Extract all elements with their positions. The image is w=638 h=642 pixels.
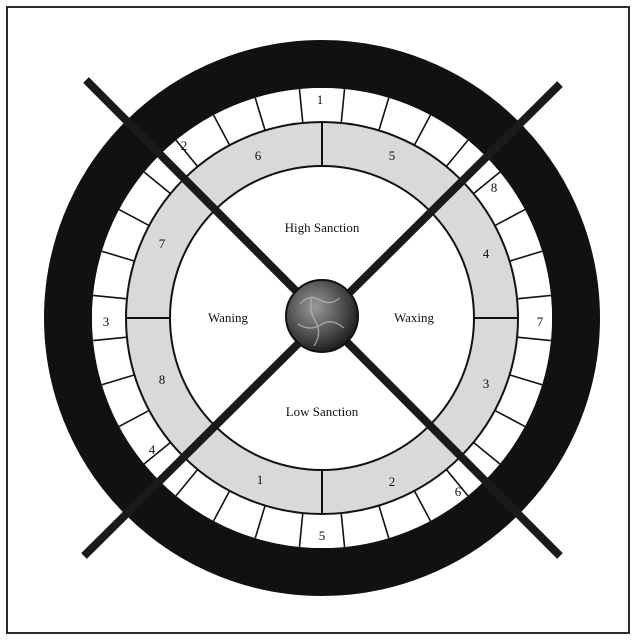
outer-number-bottom: 5: [319, 528, 326, 543]
outer-number-bottom-right: 6: [455, 484, 462, 499]
globe-icon: [286, 280, 358, 352]
outer-number-right: 7: [537, 314, 544, 329]
outer-number-top-left: 2: [181, 138, 188, 153]
inner-number-top-left: 6: [255, 148, 262, 163]
outer-number-bottom-left: 4: [149, 442, 156, 457]
outer-number-left: 3: [103, 314, 110, 329]
inner-number-left-lower: 8: [159, 372, 166, 387]
outer-number-top: 1: [317, 92, 324, 107]
inner-number-top-right: 5: [389, 148, 396, 163]
zone-label-right: Waxing: [394, 310, 435, 325]
inner-number-right-upper: 4: [483, 246, 490, 261]
zone-label-top: High Sanction: [285, 220, 360, 235]
outer-number-top-right: 8: [491, 180, 498, 195]
inner-number-bottom-right: 2: [389, 474, 396, 489]
zone-label-left: Waning: [208, 310, 249, 325]
inner-number-left-upper: 7: [159, 236, 166, 251]
zone-label-bottom: Low Sanction: [286, 404, 359, 419]
inner-number-right-lower: 3: [483, 376, 490, 391]
inner-number-bottom-left: 1: [257, 472, 264, 487]
